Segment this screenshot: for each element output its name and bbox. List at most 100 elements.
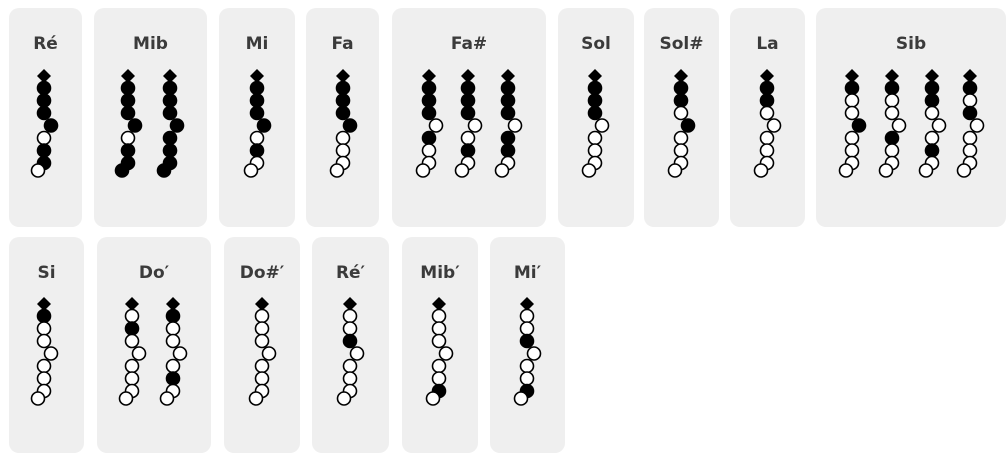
open-hole bbox=[159, 391, 175, 406]
open-hole bbox=[428, 118, 444, 133]
open-hole bbox=[30, 163, 46, 178]
fingering-diagram bbox=[243, 69, 272, 178]
open-hole bbox=[844, 130, 860, 146]
closed-hole bbox=[120, 80, 136, 96]
closed-hole bbox=[335, 80, 351, 96]
closed-hole bbox=[460, 80, 476, 96]
open-hole bbox=[248, 391, 264, 406]
open-hole bbox=[513, 391, 529, 406]
open-hole bbox=[243, 163, 259, 178]
thumb-hole bbox=[520, 297, 534, 311]
closed-hole bbox=[124, 321, 140, 336]
open-hole bbox=[335, 143, 351, 158]
open-hole bbox=[342, 308, 358, 324]
fingering-diagram bbox=[838, 69, 867, 178]
closed-hole bbox=[500, 93, 516, 108]
open-hole bbox=[918, 163, 934, 178]
thumb-hole bbox=[885, 69, 899, 83]
closed-hole bbox=[851, 118, 867, 133]
open-hole bbox=[438, 346, 454, 361]
closed-hole bbox=[36, 143, 52, 158]
open-hole bbox=[342, 358, 358, 374]
open-hole bbox=[36, 333, 52, 349]
closed-hole bbox=[924, 143, 940, 158]
open-hole bbox=[254, 321, 270, 336]
thumb-hole bbox=[37, 69, 51, 83]
open-hole bbox=[969, 118, 985, 133]
open-hole bbox=[254, 358, 270, 374]
note-name: La bbox=[756, 34, 779, 54]
fingering-diagram bbox=[878, 69, 907, 178]
open-hole bbox=[884, 143, 900, 158]
closed-hole bbox=[335, 93, 351, 108]
closed-hole bbox=[43, 118, 59, 133]
open-hole bbox=[962, 130, 978, 146]
closed-hole bbox=[673, 80, 689, 96]
closed-hole bbox=[256, 118, 272, 133]
closed-hole bbox=[421, 130, 437, 146]
fingering-diagram bbox=[425, 297, 454, 406]
open-hole bbox=[759, 143, 775, 158]
open-hole bbox=[507, 118, 523, 133]
thumb-hole bbox=[121, 69, 135, 83]
closed-hole bbox=[962, 105, 978, 121]
closed-hole bbox=[500, 130, 516, 146]
open-hole bbox=[431, 321, 447, 336]
thumb-hole bbox=[845, 69, 859, 83]
open-hole bbox=[838, 163, 854, 178]
closed-hole bbox=[249, 93, 265, 108]
thumb-hole bbox=[461, 69, 475, 83]
closed-hole bbox=[421, 93, 437, 108]
fingering-diagram bbox=[30, 69, 59, 178]
note-card-do-prime: Do′ bbox=[97, 237, 211, 453]
thumb-hole bbox=[501, 69, 515, 83]
open-hole bbox=[494, 163, 510, 178]
fingering-diagram bbox=[494, 69, 523, 178]
closed-hole bbox=[759, 93, 775, 108]
thumb-hole bbox=[588, 69, 602, 83]
closed-hole bbox=[169, 118, 185, 133]
thumb-hole bbox=[163, 69, 177, 83]
open-hole bbox=[124, 308, 140, 324]
fingering-diagram bbox=[159, 297, 188, 406]
open-hole bbox=[766, 118, 782, 133]
open-hole bbox=[673, 105, 689, 121]
fingering-diagram bbox=[248, 297, 277, 406]
open-hole bbox=[421, 143, 437, 158]
open-hole bbox=[165, 358, 181, 374]
open-hole bbox=[165, 321, 181, 336]
fingering-diagram bbox=[956, 69, 985, 178]
open-hole bbox=[519, 321, 535, 336]
closed-hole bbox=[519, 333, 535, 349]
open-hole bbox=[844, 105, 860, 121]
open-hole bbox=[519, 308, 535, 324]
fingering-diagram bbox=[336, 297, 365, 406]
open-hole bbox=[249, 130, 265, 146]
fingering-diagram bbox=[114, 69, 143, 178]
open-hole bbox=[526, 346, 542, 361]
open-hole bbox=[36, 371, 52, 386]
open-hole bbox=[884, 105, 900, 121]
open-hole bbox=[36, 358, 52, 374]
fingering-diagram bbox=[415, 69, 444, 178]
closed-hole bbox=[924, 80, 940, 96]
closed-hole bbox=[421, 80, 437, 96]
open-hole bbox=[431, 371, 447, 386]
fingering-diagram bbox=[918, 69, 947, 178]
note-name: Sol bbox=[581, 34, 611, 54]
open-hole bbox=[891, 118, 907, 133]
open-hole bbox=[415, 163, 431, 178]
thumb-hole bbox=[925, 69, 939, 83]
thumb-hole bbox=[674, 69, 688, 83]
note-name: Mib′ bbox=[420, 263, 460, 283]
open-hole bbox=[329, 163, 345, 178]
closed-hole bbox=[680, 118, 696, 133]
open-hole bbox=[254, 333, 270, 349]
thumb-hole bbox=[432, 297, 446, 311]
fingering-diagram bbox=[753, 69, 782, 178]
closed-hole bbox=[924, 93, 940, 108]
open-hole bbox=[254, 371, 270, 386]
open-hole bbox=[924, 105, 940, 121]
closed-hole bbox=[884, 80, 900, 96]
